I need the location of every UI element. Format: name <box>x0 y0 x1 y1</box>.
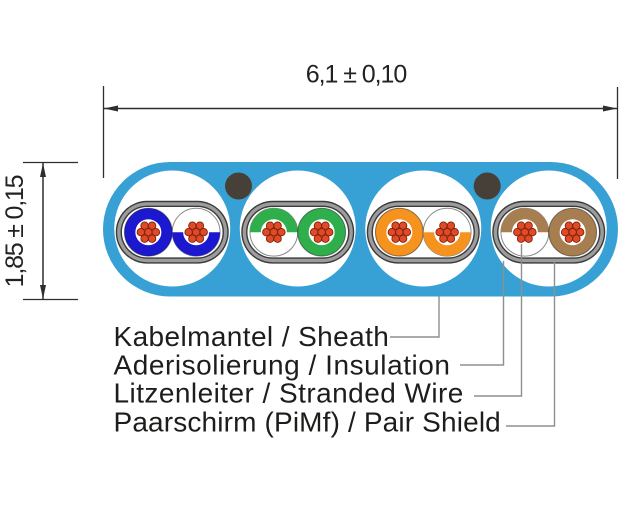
svg-text:Kabelmantel / Sheath: Kabelmantel / Sheath <box>114 321 390 352</box>
svg-text:1,85 ± 0,15: 1,85 ± 0,15 <box>1 175 29 287</box>
svg-text:Aderisolierung / Insulation: Aderisolierung / Insulation <box>114 350 451 381</box>
svg-text:6,1 ± 0,10: 6,1 ± 0,10 <box>306 61 407 89</box>
svg-text:Litzenleiter / Stranded Wire: Litzenleiter / Stranded Wire <box>114 378 464 409</box>
svg-text:Paarschirm (PiMf) / Pair Shiel: Paarschirm (PiMf) / Pair Shield <box>114 407 501 438</box>
